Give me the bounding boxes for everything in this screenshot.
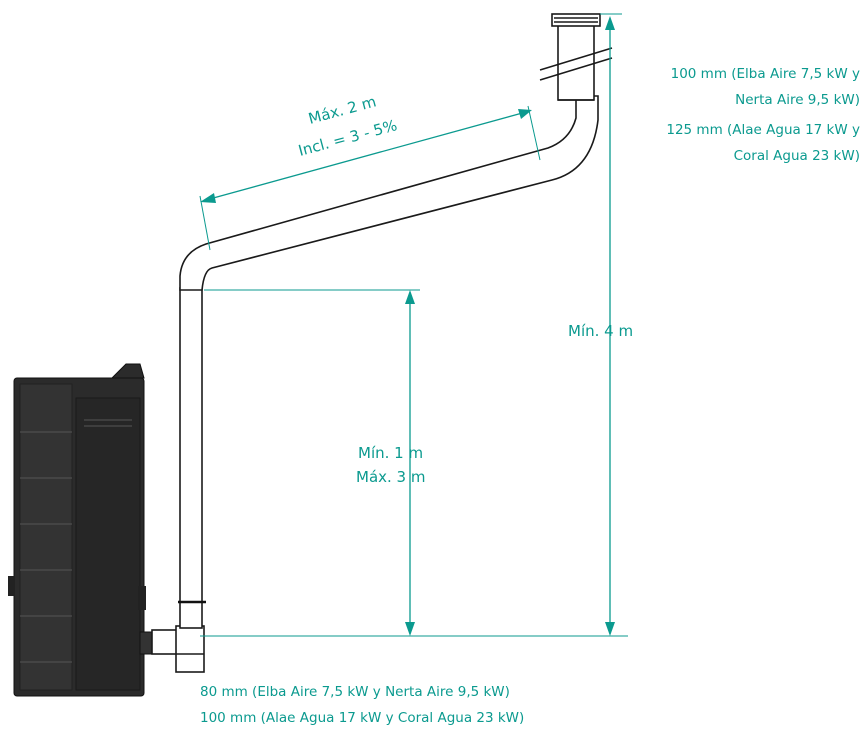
label-top-diam-4: Coral Agua 23 kW)	[734, 148, 860, 164]
label-bottom-diam-2: 100 mm (Alae Agua 17 kW y Coral Agua 23 …	[200, 710, 524, 726]
label-vertical-min-total: Mín. 4 m	[568, 322, 633, 340]
flue-pipe	[151, 13, 613, 673]
label-bottom-diam-1: 80 mm (Elba Aire 7,5 kW y Nerta Aire 9,5…	[200, 684, 510, 700]
label-top-diam-1: 100 mm (Elba Aire 7,5 kW y	[671, 66, 860, 82]
label-top-diam-2: Nerta Aire 9,5 kW)	[735, 92, 860, 108]
dimension-lines	[199, 13, 628, 637]
pellet-stove	[8, 363, 155, 697]
label-top-diam-3: 125 mm (Alae Agua 17 kW y	[666, 122, 860, 138]
label-lower-max: Máx. 3 m	[356, 468, 425, 486]
label-lower-min: Mín. 1 m	[358, 444, 423, 462]
